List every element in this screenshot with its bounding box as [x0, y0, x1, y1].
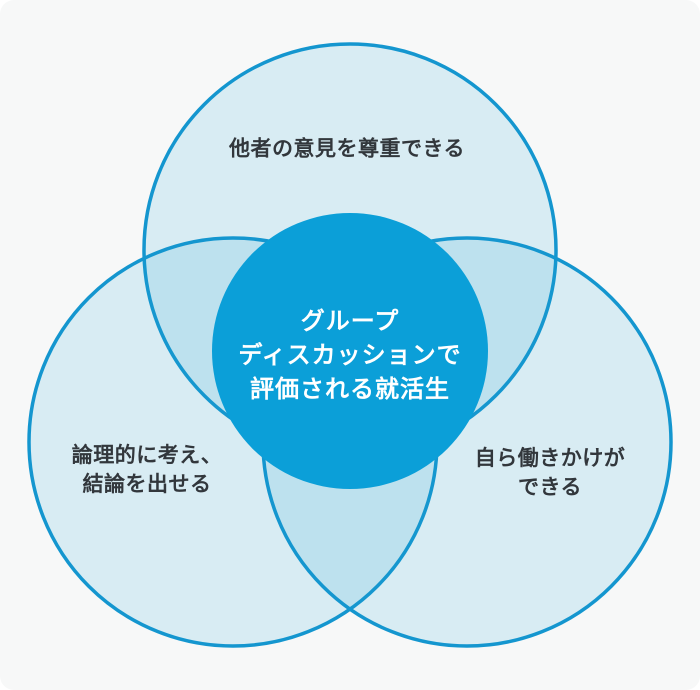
- label-line: できる: [517, 476, 583, 499]
- label-line: 自ら働きかけが: [474, 447, 626, 471]
- top-circle-label: 他者の意見を尊重できる: [228, 137, 466, 161]
- label-line: 論理的に考え、: [71, 444, 223, 468]
- center-circle: [212, 213, 488, 489]
- label-line: グループ: [300, 307, 400, 335]
- label-line: 評価される就活生: [249, 376, 450, 404]
- label-line: ディスカッションで: [238, 341, 462, 369]
- label-line: 結論を出せる: [82, 473, 212, 496]
- bottom-left-circle-label: 論理的に考え、 結論を出せる: [72, 442, 223, 500]
- center-circle-label: グループ ディスカッションで 評価される就活生: [238, 305, 461, 407]
- bottom-right-circle-label: 自ら働きかけが できる: [475, 445, 626, 503]
